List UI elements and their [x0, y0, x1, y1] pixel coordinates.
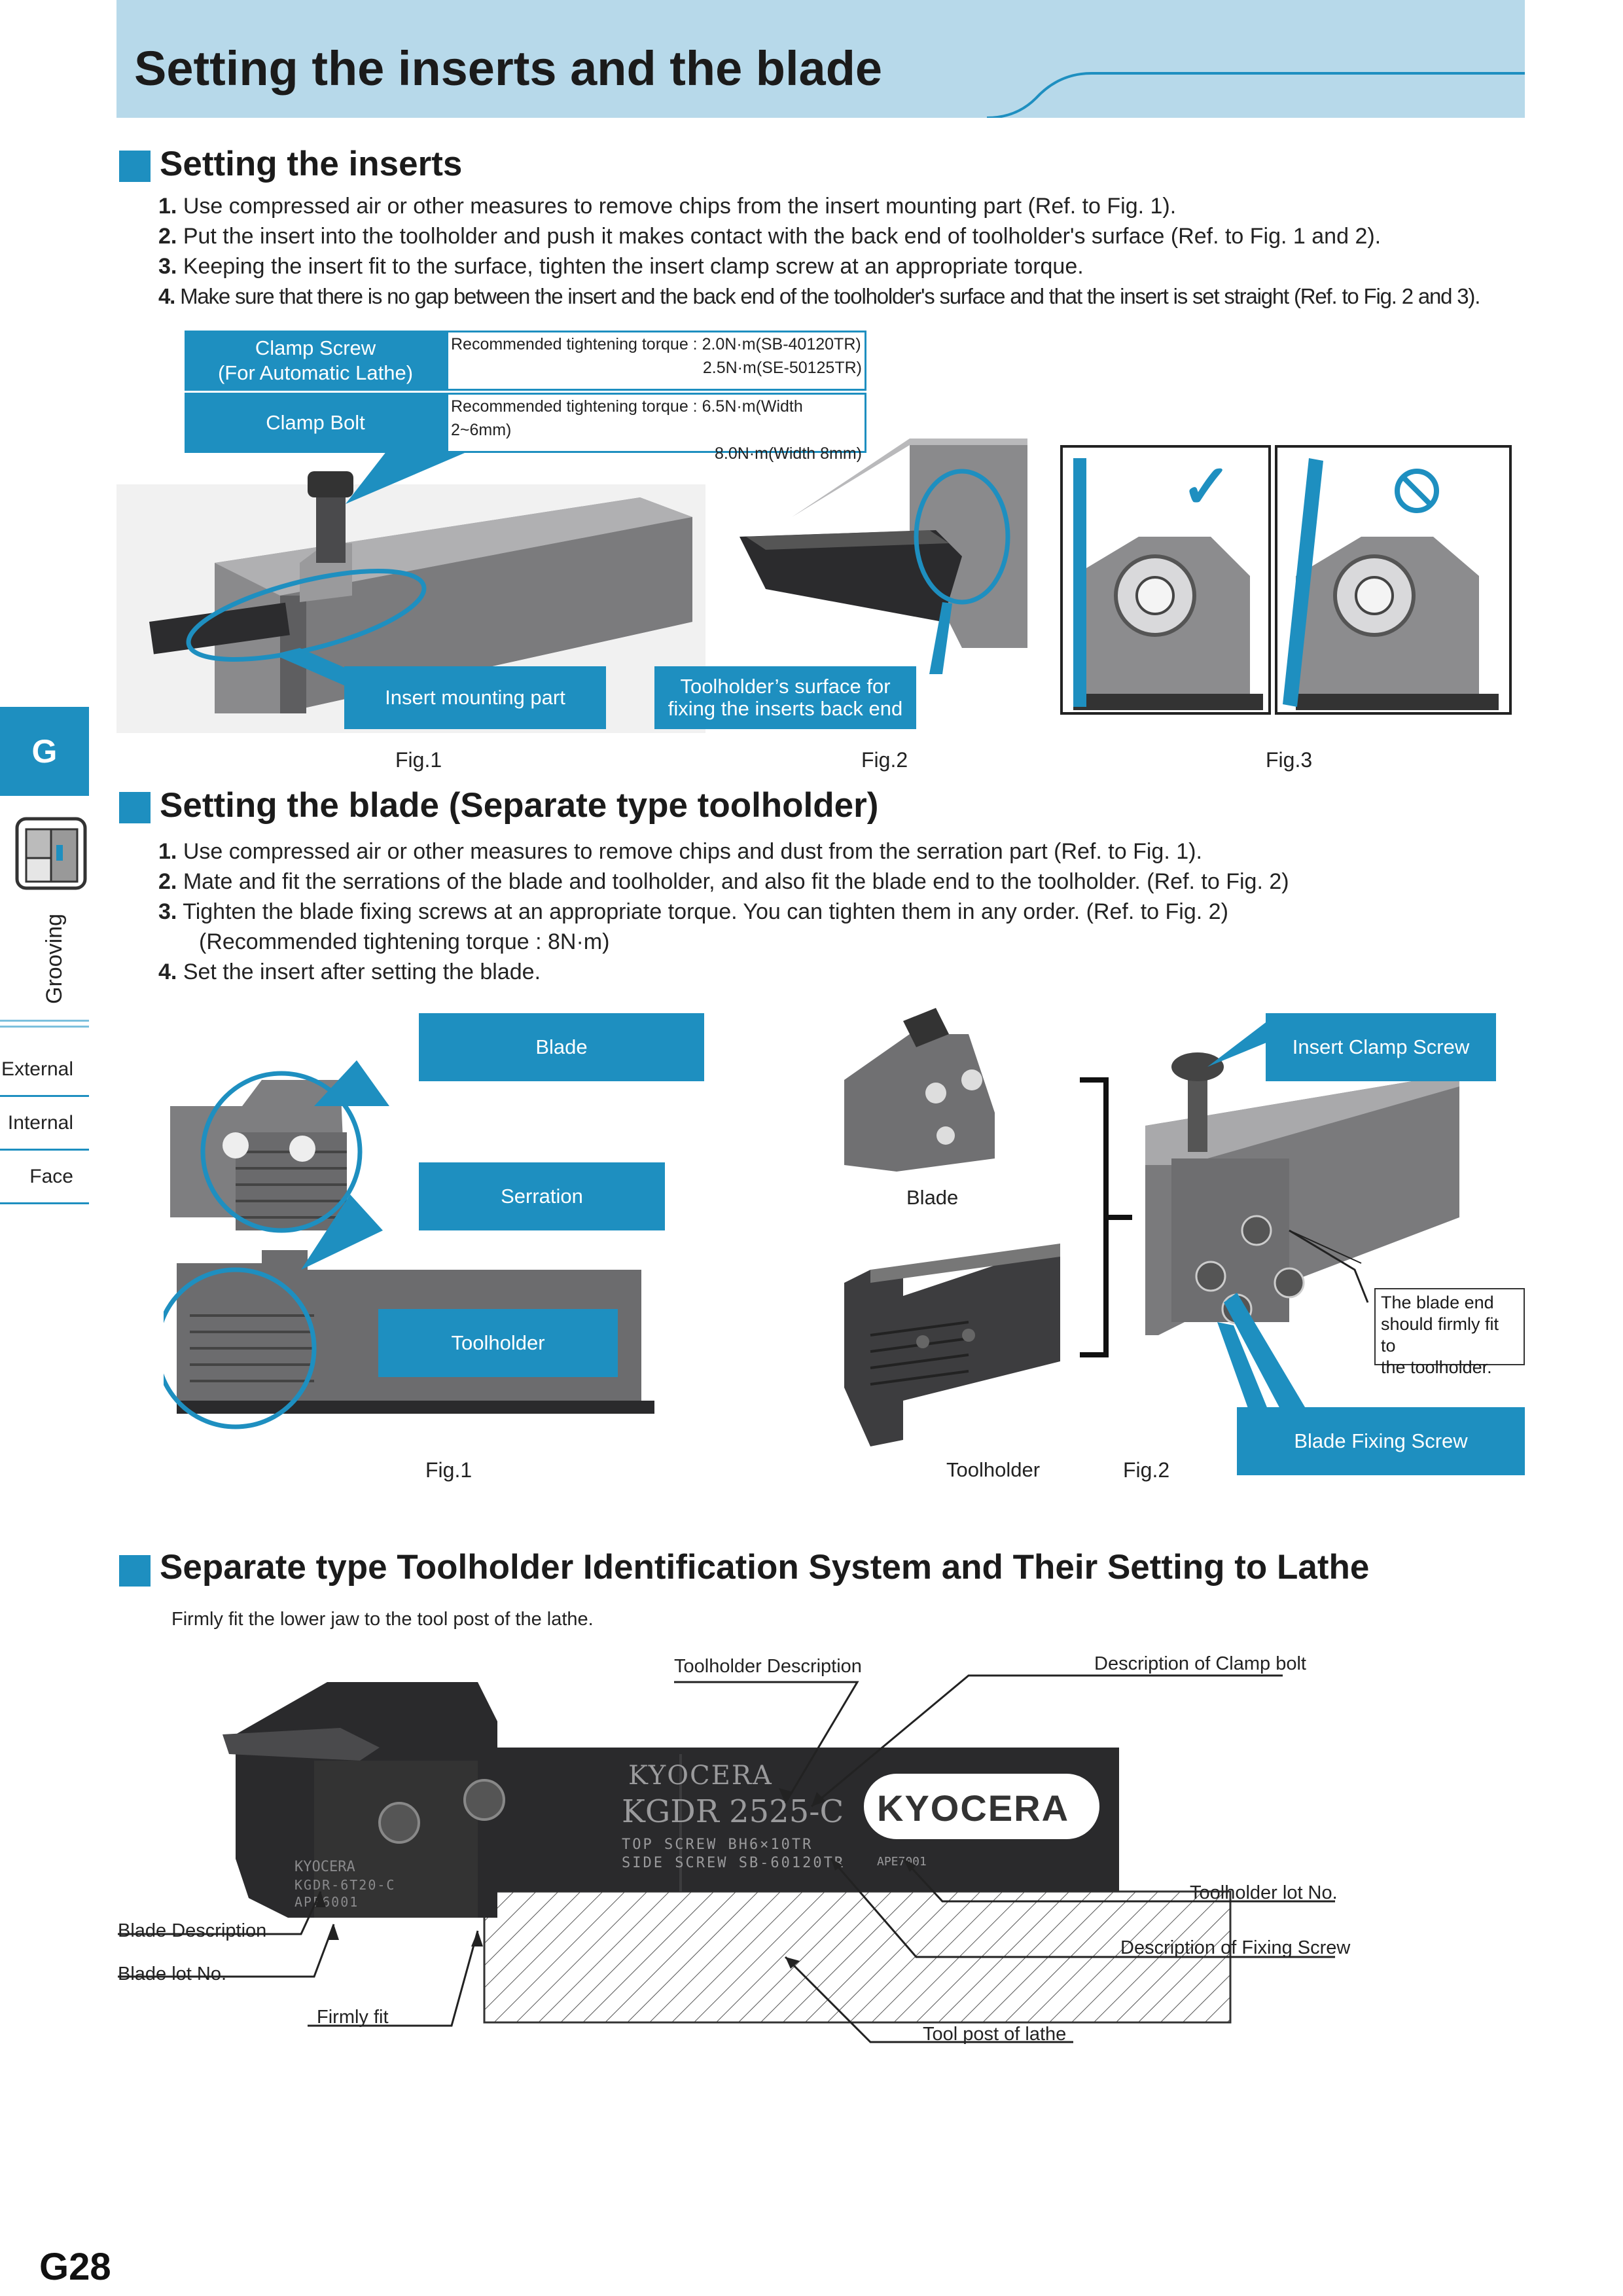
step-item: 3. Tighten the blade fixing screws at an…: [158, 899, 1228, 924]
page-number: G28: [39, 2246, 111, 2288]
label-tool-post: Tool post of lathe: [923, 2024, 1067, 2045]
note-blade-end: The blade end should firmly fit to the t…: [1374, 1288, 1525, 1377]
label-firmly-fit: Firmly fit: [317, 2007, 389, 2028]
label-toolholder-lot: Toolholder lot No.: [1190, 1882, 1338, 1903]
fig2-toolholder-surface-drawing: [740, 439, 1027, 674]
step-item: 4. Make sure that there is no gap betwee…: [158, 284, 1480, 308]
leader-lines: [118, 1674, 1335, 2043]
category-label: Grooving: [42, 914, 67, 1004]
callout-blade: Blade: [419, 1013, 704, 1081]
callout-toolholder-surface: Toolholder’s surface for fixing the inse…: [654, 666, 916, 729]
fig-label: Fig.3: [1266, 748, 1313, 772]
fig-label: Fig.2: [1123, 1458, 1170, 1482]
section-title-inserts: Setting the inserts: [160, 145, 463, 183]
marking-blade-lot: APE6001: [294, 1894, 359, 1910]
fig3-insert-straightness-drawing: [1060, 445, 1512, 715]
step-item: 1. Use compressed air or other measures …: [158, 194, 1177, 219]
label-clamp-bolt-description: Description of Clamp bolt: [1094, 1653, 1306, 1674]
label-blade-description: Blade Description: [118, 1920, 267, 1941]
step-item: 2. Put the insert into the toolholder an…: [158, 224, 1382, 249]
step-item: 4. Set the insert after setting the blad…: [158, 960, 541, 984]
section3-intro: Firmly fit the lower jaw to the tool pos…: [171, 1609, 594, 1630]
marking-model: KGDR 2525-C: [622, 1793, 844, 1830]
label-blade: Blade: [906, 1186, 959, 1209]
nav-divider: [0, 1020, 89, 1028]
nav-internal[interactable]: Internal: [0, 1097, 89, 1151]
grooving-icon: [13, 815, 89, 892]
step-item: (Recommended tightening torque : 8N·m): [199, 929, 610, 954]
section-marker: [119, 151, 151, 182]
marking-top-screw: TOP SCREW BH6×10TR: [622, 1837, 813, 1853]
page-title: Setting the inserts and the blade: [134, 41, 883, 96]
callout-serration: Serration: [419, 1162, 665, 1230]
marking-brand-small: KYOCERA: [628, 1761, 773, 1791]
fig-label: Fig.2: [861, 748, 908, 772]
marking-blade-brand: KYOCERA: [294, 1859, 355, 1875]
label-toolholder: Toolholder: [946, 1458, 1041, 1481]
nav-external[interactable]: External: [0, 1043, 89, 1097]
callout-insert-mounting: Insert mounting part: [344, 666, 606, 729]
fig1-serration-drawing: [164, 1060, 654, 1429]
label-toolholder-description: Toolholder Description: [674, 1656, 862, 1677]
step-item: 1. Use compressed air or other measures …: [158, 839, 1202, 864]
callout-toolholder: Toolholder: [378, 1309, 618, 1377]
step-item: 3. Keeping the insert fit to the surface…: [158, 254, 1084, 279]
fig-label: Fig.1: [425, 1458, 473, 1482]
step-item: 2. Mate and fit the serrations of the bl…: [158, 869, 1289, 894]
blade-steps: 1. Use compressed air or other measures …: [158, 836, 1289, 987]
label-fixing-screw-description: Description of Fixing Screw: [1120, 1937, 1351, 1958]
section-title-identification: Separate type Toolholder Identification …: [160, 1548, 1370, 1587]
insert-steps: 1. Use compressed air or other measures …: [158, 191, 1480, 312]
kyocera-logo: KYOCERA: [877, 1787, 1070, 1829]
side-tab-letter[interactable]: G: [0, 707, 89, 796]
fig-label: Fig.1: [395, 748, 442, 772]
callout-clamp-bolt: Clamp Bolt: [185, 393, 446, 453]
nav-face[interactable]: Face: [0, 1151, 89, 1204]
section-title-blade: Setting the blade (Separate type toolhol…: [160, 786, 879, 825]
header-band-shape: [116, 0, 1525, 118]
ok-check-icon: ✓: [1181, 454, 1232, 520]
section-marker: [119, 1555, 151, 1587]
callout-clamp-screw: Clamp Screw (For Automatic Lathe): [185, 331, 446, 391]
torque-box-bolt: Recommended tightening torque : 6.5N·m(W…: [446, 393, 866, 463]
marking-blade-model: KGDR-6T20-C: [294, 1877, 396, 1893]
header-band: [116, 0, 1525, 118]
fig2-blade-assembly-drawing: [844, 1008, 1459, 1446]
callout-blade-fixing-screw: Blade Fixing Screw: [1237, 1407, 1525, 1475]
marking-side-screw: SIDE SCREW SB-60120TR: [622, 1855, 846, 1871]
torque-box-screw: Recommended tightening torque : 2.0N·m(S…: [446, 331, 866, 391]
callout-insert-clamp-screw: Insert Clamp Screw: [1266, 1013, 1496, 1081]
section-marker: [119, 792, 151, 823]
label-blade-lot: Blade lot No.: [118, 1964, 227, 1984]
category-label-wrap: Grooving: [38, 903, 71, 1014]
